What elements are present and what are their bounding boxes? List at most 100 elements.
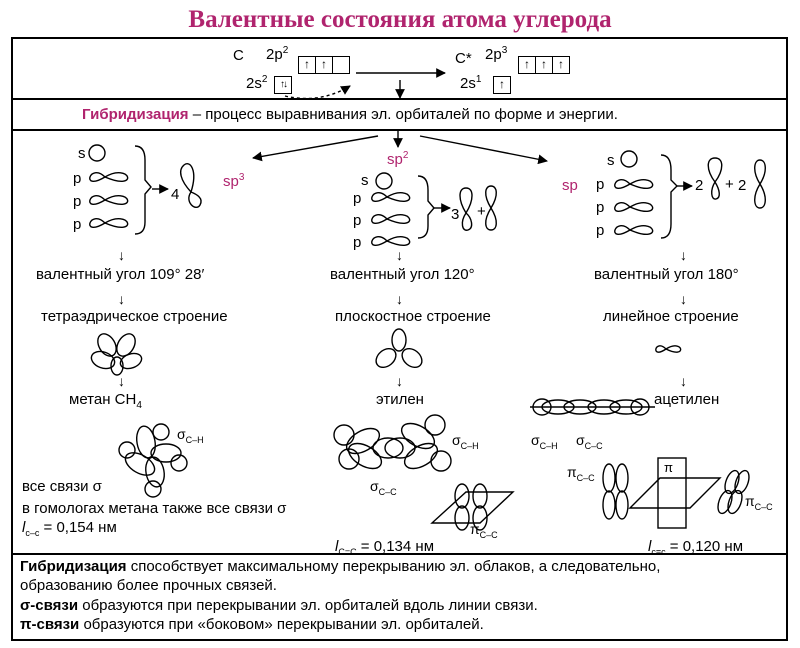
sp-coefficient-1: 2 [695,177,704,194]
excited-carbon-label: C* [455,50,472,67]
sp-angle: валентный угол 180° [594,266,739,283]
sp2-p-letter-2: p [353,212,362,229]
sp3-p-letter-3: p [73,216,82,233]
ethylene-pi-bond-model [430,483,515,531]
sp-brace [660,154,678,239]
sp3-s-letter: s [78,145,86,162]
sp2-brace [417,175,435,239]
definition-term: Гибридизация [82,106,189,123]
branch-arrow-left [252,135,379,162]
conclusion-row [11,553,788,641]
sp-unhybridized-p-orbital [754,159,766,209]
sp2-structure: плоскостное строение [335,308,491,325]
arrow-down: ↓ [118,247,125,263]
carbon-2p-label: 2p2 [266,45,289,63]
sp2-s-letter: s [361,172,369,189]
sp-p-letter-1: p [596,176,605,193]
sp2-plus: + [477,203,486,220]
arrow-down: ↓ [396,373,403,389]
arrow-down: ↓ [396,291,403,307]
sp3-structure: тетраэдрическое строение [41,308,228,325]
acetylene-pi-left-label: πC–C [567,464,595,483]
sp2-unhybridized-p-orbital [485,185,497,231]
arrow-down: ↓ [680,373,687,389]
sp2-p-orbitals [371,191,411,247]
acetylene-sigma-chain [530,398,655,416]
methane-label: метан CH4 [69,391,142,411]
acetylene-label: ацетилен [654,391,720,408]
carbon-2s-cell: ↑↓ [274,76,292,94]
sp3-coefficient: 4 [171,186,180,203]
planar-orbital-shape [375,328,423,369]
ethylene-sigma-cc-label: σC–C [370,478,397,497]
acetylene-sigma-cc-label: σC–C [576,432,603,451]
sp3-angle: валентный угол 109° 28′ [36,266,205,283]
excited-2p-label: 2p3 [485,45,508,63]
sp-bond-length: lc≡c = 0,120 нм [648,538,744,557]
conclusion-line-2: образованию более прочных связей. [20,577,277,594]
linear-orbital-shape [655,345,682,353]
sp-structure: линейное строение [603,308,739,325]
diagram-frame [11,37,788,641]
arrow-down: ↓ [680,291,687,307]
sp-p-letter-3: p [596,222,605,239]
sp2-p-letter-1: p [353,190,362,207]
carbon-2s-label: 2s2 [246,74,268,92]
sp3-s-orbital [88,144,106,162]
sp2-coefficient: 3 [451,206,460,223]
acetylene-pi-center-label: π [664,460,673,475]
sp2-p-letter-3: p [353,234,362,251]
ethylene-pi-label: πC–C [470,521,498,540]
electron-config-row [11,37,788,100]
sp3-label: sp3 [223,172,245,190]
sp3-p-letter-2: p [73,193,82,210]
sp3-hybrid-orbital [179,163,202,209]
sp-p-orbitals [614,178,654,236]
sp3-p-letter-1: p [73,170,82,187]
sp3-note-homologs: в гомологах метана также все связи σ [22,500,287,517]
ethylene-orbital-model [333,414,452,472]
sp-s-letter: s [607,152,615,169]
carbon-label: C [233,47,244,64]
arrow-down: ↓ [396,247,403,263]
sp-label: sp [562,177,578,194]
sp2-hybrid-orbital [459,187,473,231]
methane-orbital-model [118,423,188,498]
methane-sigma-ch-label: σC–H [177,426,204,445]
sp2-bond-length: lC=C = 0,134 нм [335,538,435,557]
sp3-note-all-sigma: все связи σ [22,478,102,495]
arrow-down: ↓ [118,373,125,389]
promotion-arrow [284,85,351,100]
arrow-down: ↓ [118,291,125,307]
page-title: Валентные состояния атома углерода [188,6,612,33]
acetylene-sigma-ch-label: σC–H [531,432,558,451]
excited-2s-cell: ↑ [493,76,511,94]
sp3-brace [134,145,152,235]
sp3-p-orbitals [89,171,129,229]
acetylene-pi-right-label: πC–C [745,493,773,512]
carbon-2p-cell-3 [332,56,350,74]
excited-2s-label: 2s1 [460,74,482,92]
branch-arrow-right [419,135,548,165]
ethylene-label: этилен [376,391,424,408]
conclusion-line-3: σ-связи образуются при перекрывании эл. … [20,597,538,614]
sp2-label: sp2 [387,150,409,168]
conclusion-line-4: π-связи образуются при «боковом» перекры… [20,616,484,633]
sp-plus: + [725,176,734,193]
arrow-down: ↓ [680,247,687,263]
sp3-bond-length: lc–c = 0,154 нм [22,519,117,538]
sp-coefficient-2: 2 [738,177,747,194]
sp-hybrid-orbital [707,157,723,200]
hybridization-definition: Гибридизация – процесс выравнивания эл. … [82,106,618,123]
definition-row [11,99,788,131]
tetrahedral-orbital-shape [90,333,143,376]
sp2-s-orbital [375,172,393,190]
conclusion-line-1: Гибридизация способствует максимальному … [20,558,661,575]
excited-2p-cell-3: ↑ [552,56,570,74]
ethylene-sigma-ch-label: σC–H [452,432,479,451]
acetylene-pi-bond-model [602,457,750,529]
sp-p-letter-2: p [596,199,605,216]
sp-s-orbital [620,150,638,168]
sp2-angle: валентный угол 120° [330,266,475,283]
